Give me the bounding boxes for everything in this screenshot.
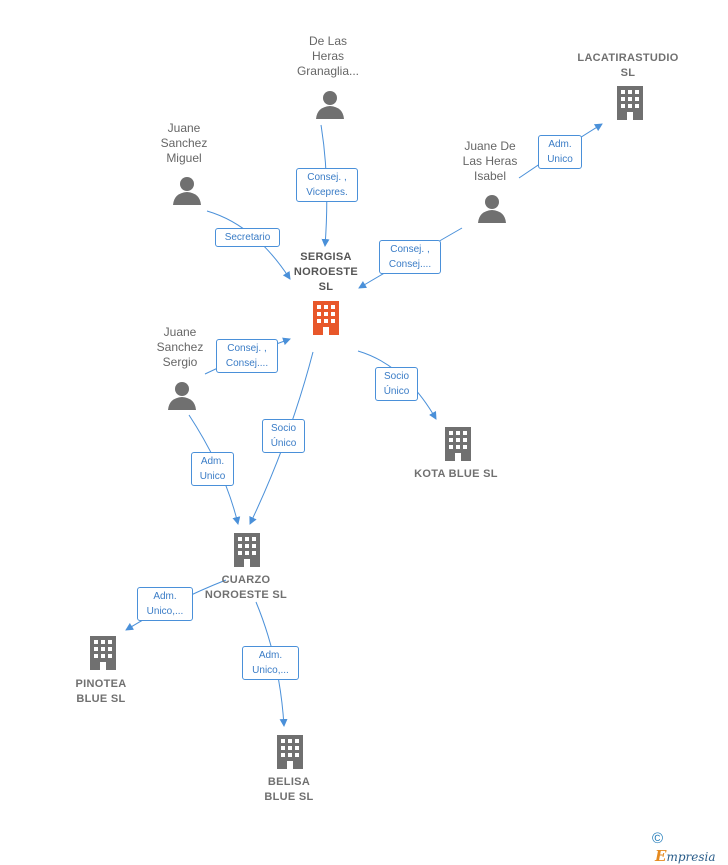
building-icon[interactable] bbox=[231, 533, 263, 567]
copyright-icon: © bbox=[652, 830, 664, 847]
company-label-cuarzo-noroeste[interactable]: CUARZO NOROESTE SL bbox=[204, 574, 288, 601]
company-label-lacatirastudio[interactable]: LACATIRASTUDIO SL bbox=[577, 52, 679, 79]
edge-label-sergio-sergisa[interactable]: Consej. , Consej.... bbox=[216, 339, 278, 373]
edge-label-sergio-cuarzo[interactable]: Adm. Unico bbox=[191, 452, 234, 486]
person-icon[interactable] bbox=[314, 88, 346, 120]
person-icon[interactable] bbox=[171, 174, 203, 206]
building-icon[interactable] bbox=[614, 86, 646, 120]
company-label-pinotea-blue[interactable]: PINOTEA BLUE SL bbox=[75, 678, 127, 705]
brand-name: mpresia bbox=[666, 850, 716, 864]
building-icon[interactable] bbox=[274, 735, 306, 769]
edge-label-cuarzo-belisa[interactable]: Adm. Unico,... bbox=[242, 646, 299, 680]
building-icon[interactable] bbox=[442, 427, 474, 461]
person-label-juane-de-las-heras-isabel[interactable]: Juane De Las Heras Isabel bbox=[462, 139, 518, 183]
edge-label-cuarzo-pinotea[interactable]: Adm. Unico,... bbox=[137, 587, 193, 621]
company-label-belisa-blue[interactable]: BELISA BLUE SL bbox=[264, 776, 314, 803]
company-label-sergisa-noroeste[interactable]: SERGISA NOROESTE SL bbox=[293, 251, 359, 293]
edge-label-sergisa-kota[interactable]: Socio Único bbox=[375, 367, 418, 401]
person-icon[interactable] bbox=[166, 379, 198, 411]
empresia-logo: © Empresia bbox=[652, 830, 728, 865]
edge-label-heras-sergisa[interactable]: Consej. , Vicepres. bbox=[296, 168, 358, 202]
company-label-kota-blue[interactable]: KOTA BLUE SL bbox=[414, 468, 498, 480]
edge-label-miguel-sergisa[interactable]: Secretario bbox=[215, 228, 280, 247]
person-label-juane-sanchez-sergio[interactable]: Juane Sanchez Sergio bbox=[156, 325, 204, 369]
edge-label-isabel-sergisa[interactable]: Consej. , Consej.... bbox=[379, 240, 441, 274]
building-icon[interactable] bbox=[87, 636, 119, 670]
building-icon-main[interactable] bbox=[310, 301, 342, 335]
person-label-juane-sanchez-miguel[interactable]: Juane Sanchez Miguel bbox=[160, 121, 208, 165]
person-icon[interactable] bbox=[476, 192, 508, 224]
edge-label-isabel-lacatira[interactable]: Adm. Unico bbox=[538, 135, 582, 169]
edge-label-sergisa-cuarzo[interactable]: Socio Único bbox=[262, 419, 305, 453]
person-label-de-las-heras[interactable]: De Las Heras Granaglia... bbox=[296, 34, 360, 78]
